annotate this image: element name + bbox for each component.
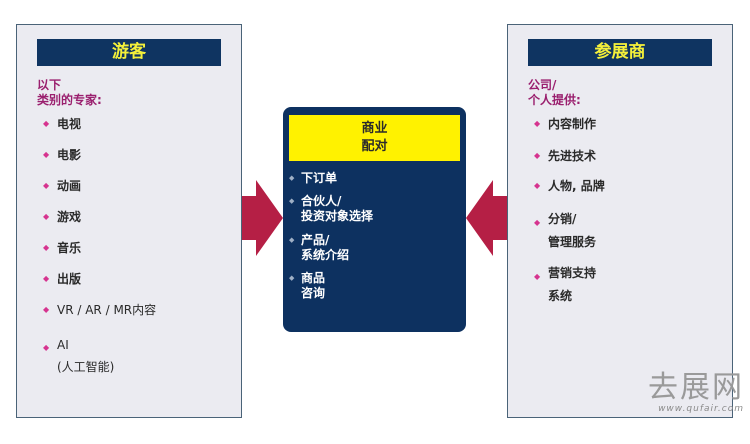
visitors-title: 游客 <box>37 39 221 66</box>
list-item: ◆产品/系统介绍 <box>289 233 350 262</box>
arrow-left-icon <box>466 180 507 256</box>
list-item: ◆游戏 <box>43 210 82 224</box>
list-item: ◆AI(人工智能) <box>43 338 115 374</box>
list-item: ◆分销/管理服务 <box>534 212 597 249</box>
list-item: ◆商品咨询 <box>289 271 326 300</box>
list-item: ◆营销支持系统 <box>534 266 597 303</box>
business-matching-box: 商业配对 ◆下订单 ◆合伙人/投资对象选择 ◆产品/系统介绍 ◆商品咨询 <box>283 107 466 332</box>
list-item: ◆下订单 <box>289 171 338 185</box>
list-item: ◆动画 <box>43 179 82 193</box>
list-item: ◆电视 <box>43 117 82 131</box>
arrow-right-icon <box>242 180 283 256</box>
watermark: 去展网 www.qufair.com <box>648 370 744 415</box>
list-item: ◆出版 <box>43 272 82 286</box>
list-item: ◆合伙人/投资对象选择 <box>289 194 374 223</box>
exhibitors-panel: 参展商 公司/个人提供: ◆内容制作 ◆先进技术 ◆人物, 品牌 ◆分销/管理服… <box>507 24 733 418</box>
list-item: ◆电影 <box>43 148 82 162</box>
matching-title: 商业配对 <box>289 115 460 161</box>
list-item: ◆内容制作 <box>534 117 597 131</box>
visitors-panel: 游客 以下类别的专家: ◆电视 ◆电影 ◆动画 ◆游戏 ◆音乐 ◆出版 ◆VR … <box>16 24 242 418</box>
list-item: ◆VR / AR / MR内容 <box>43 303 157 317</box>
list-item: ◆先进技术 <box>534 149 597 163</box>
exhibitors-intro: 公司/个人提供: <box>528 78 581 107</box>
exhibitors-title: 参展商 <box>528 39 712 66</box>
list-item: ◆人物, 品牌 <box>534 179 605 193</box>
visitors-intro: 以下类别的专家: <box>37 78 102 107</box>
list-item: ◆音乐 <box>43 241 82 255</box>
